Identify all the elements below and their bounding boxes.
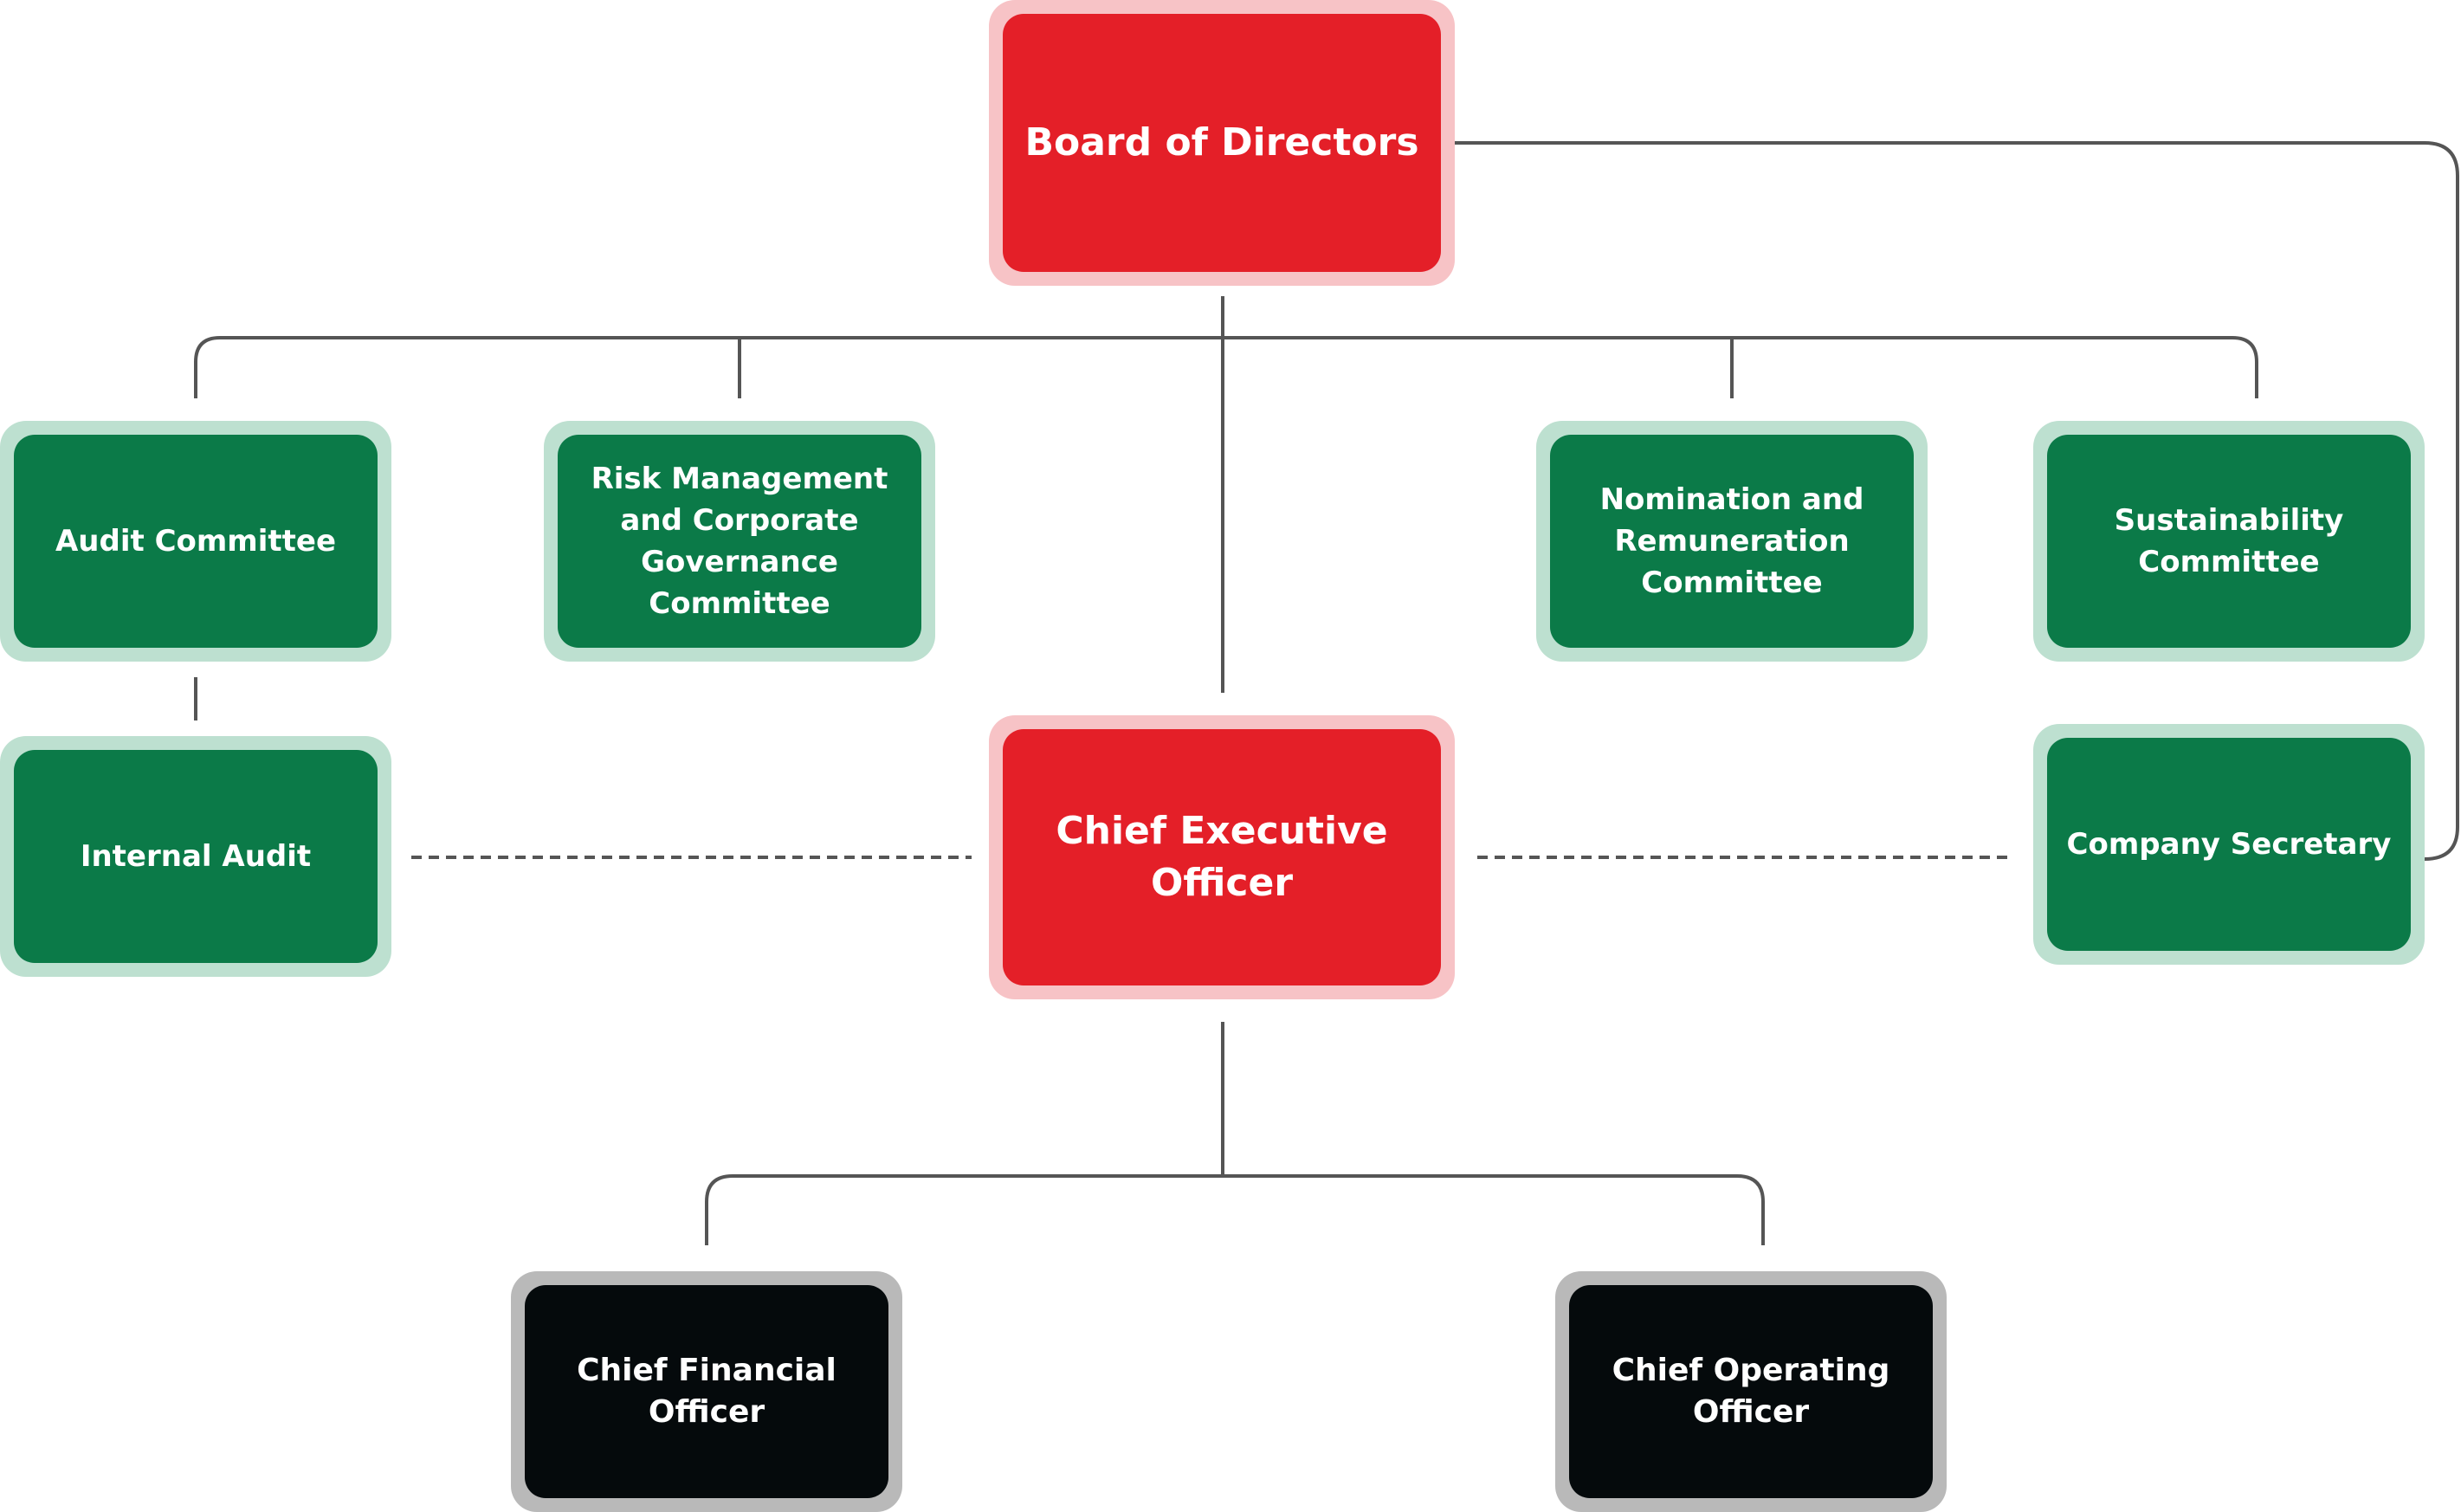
audit-committee-box: Audit Committee (0, 421, 391, 662)
company-secretary-box: Company Secretary (2033, 724, 2425, 965)
ceo-box: Chief Executive Officer (989, 715, 1455, 999)
sustainability-committee-label: Sustainability Committee (2114, 503, 2344, 579)
risk-committee-label: Risk Management and Corporate Governance… (591, 462, 888, 621)
coo-box: Chief Operating Officer (1555, 1271, 1947, 1512)
nomination-committee-box: Nomination and Remuneration Committee (1536, 421, 1928, 662)
internal-audit-label: Internal Audit (80, 839, 312, 874)
audit-committee-label: Audit Committee (55, 524, 337, 559)
internal-audit-box: Internal Audit (0, 736, 391, 977)
risk-committee-box: Risk Management and Corporate Governance… (544, 421, 935, 662)
ceo-inner: Chief Executive Officer (1003, 729, 1441, 985)
committee-bus-line (194, 336, 2258, 398)
cfo-box: Chief Financial Officer (511, 1271, 902, 1512)
cfo-inner: Chief Financial Officer (525, 1285, 888, 1498)
cfo-label: Chief Financial Officer (577, 1353, 836, 1430)
internal-audit-inner: Internal Audit (14, 750, 378, 963)
coo-inner: Chief Operating Officer (1569, 1285, 1933, 1498)
company-secretary-inner: Company Secretary (2047, 738, 2411, 951)
sustainability-committee-box: Sustainability Committee (2033, 421, 2425, 662)
ceo-label: Chief Executive Officer (1056, 809, 1388, 905)
sustainability-committee-inner: Sustainability Committee (2047, 435, 2411, 648)
board-of-directors-box: Board of Directors (989, 0, 1455, 286)
nomination-committee-inner: Nomination and Remuneration Committee (1550, 435, 1914, 648)
company-secretary-label: Company Secretary (2066, 827, 2392, 862)
board-of-directors-label: Board of Directors (1024, 120, 1419, 165)
nomination-committee-label: Nomination and Remuneration Committee (1599, 482, 1864, 600)
coo-label: Chief Operating Officer (1612, 1353, 1890, 1430)
risk-committee-inner: Risk Management and Corporate Governance… (558, 435, 921, 648)
audit-committee-inner: Audit Committee (14, 435, 378, 648)
officers-bus-line (705, 1174, 1765, 1245)
board-to-secretary-line (1455, 141, 2459, 861)
board-of-directors-inner: Board of Directors (1003, 14, 1441, 272)
